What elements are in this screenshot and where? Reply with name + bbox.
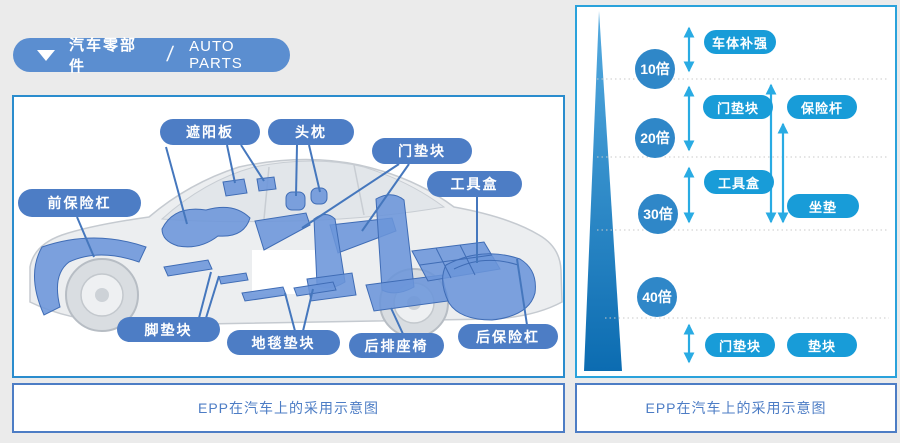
part-pill-toolbox: 工具盒 [704, 170, 774, 194]
part-pill-seat-cushion: 坐垫 [787, 194, 859, 218]
section-title-zh: 汽车零部件 [69, 37, 138, 75]
part-pill-body-reinforcement: 车体补强 [704, 30, 776, 54]
part-label-rear-seat: 后排座椅 [349, 333, 444, 358]
front-door-pad-part [254, 212, 311, 251]
slash-separator: / [165, 43, 175, 66]
part-label-rear-bumper: 后保险杠 [458, 324, 558, 349]
part-label-toolbox: 工具盒 [427, 171, 522, 197]
ratio-badge-20x: 20倍 [635, 118, 675, 158]
ratio-badge-40x: 40倍 [637, 277, 677, 317]
part-pill-door-pad-20x: 门垫块 [703, 95, 773, 119]
part-pill-bumper: 保险杆 [787, 95, 857, 119]
section-header-badge: 汽车零部件 / AUTO PARTS [13, 37, 290, 75]
range-arrows [683, 26, 789, 364]
density-wedge [584, 11, 622, 371]
expansion-ratio-panel: 10倍 20倍 30倍 40倍 车体补强 门垫块 保险杆 工具盒 坐垫 门垫块 … [575, 5, 897, 378]
front-bumper-part [33, 237, 147, 316]
ratio-badge-30x: 30倍 [638, 194, 678, 234]
front-wheel [65, 258, 139, 332]
triangle-down-icon [37, 49, 55, 61]
part-label-door-pad: 门垫块 [372, 138, 472, 164]
right-caption: EPP在汽车上的采用示意图 [575, 383, 897, 433]
part-label-carpet-pad: 地毯垫块 [227, 330, 340, 355]
sun-visor-part-2 [256, 176, 277, 192]
toolbox-grid-lines [419, 244, 493, 279]
car-illustration [29, 144, 563, 338]
part-pill-door-pad-40x: 门垫块 [705, 333, 775, 357]
part-label-front-bumper: 前保险杠 [18, 189, 141, 217]
dotted-separators [597, 78, 889, 319]
left-caption: EPP在汽车上的采用示意图 [12, 383, 565, 433]
part-label-foot-pad: 脚垫块 [117, 317, 220, 342]
part-label-sun-visor: 遮阳板 [160, 119, 260, 145]
ratio-badge-10x: 10倍 [635, 49, 675, 89]
foot-pad-part-1 [163, 259, 213, 277]
rear-bumper-rim-line [453, 259, 519, 270]
carpet-pad-part-2 [293, 281, 337, 297]
section-title-en: AUTO PARTS [189, 38, 243, 72]
car-diagram-panel: 遮阳板 头枕 门垫块 工具盒 前保险杠 脚垫块 地毯垫块 后排座椅 后保险杠 [12, 95, 565, 378]
part-label-headrest: 头枕 [268, 119, 354, 145]
part-pill-pad: 垫块 [787, 333, 857, 357]
dashboard-part [161, 206, 251, 248]
sun-visor-part-1 [222, 178, 248, 197]
foot-pad-part-2 [218, 272, 249, 285]
connector-lines [76, 144, 528, 335]
